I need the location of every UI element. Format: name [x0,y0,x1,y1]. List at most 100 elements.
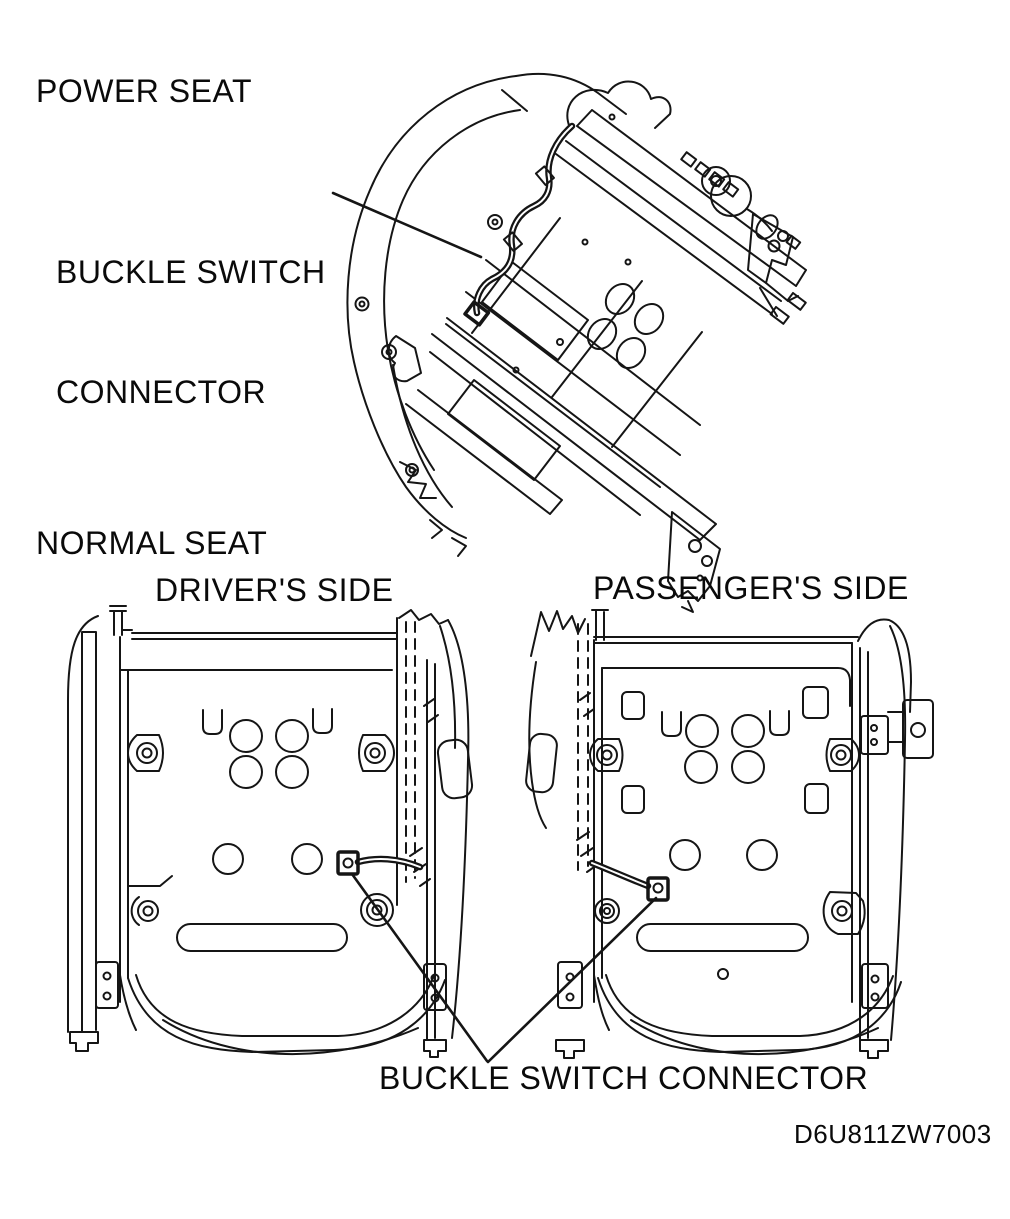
lower-rail [431,317,717,541]
pan-holes [586,283,665,369]
hinge-bracket [387,335,422,383]
figure-code: D6U811ZW7003 [794,1119,992,1149]
pan-left-edge [119,636,129,1003]
small-hole [717,968,729,980]
rail-foot-left [555,1039,585,1059]
pan-holes-lower [212,843,323,875]
callout-leader-power [331,191,483,259]
rail-plate-left [557,961,583,1009]
cushion-outer [346,75,517,539]
power-seat-title: POWER SEAT [36,73,252,109]
top-bar [120,632,398,671]
frame-ribs [429,259,701,516]
rail-foot-left [69,1031,99,1052]
rail-foot-right [423,1039,447,1058]
belt-buckle-housing [436,738,474,800]
front-edge-outer [597,977,902,1053]
normal-seat-title: NORMAL SEAT [36,525,268,561]
square-holes [621,686,829,814]
mid-rail [555,140,782,315]
front-left-join [593,974,610,1031]
rail-plate-left [95,961,119,1009]
cushion-inner [383,109,521,471]
u-cutout [769,710,790,736]
pan-holes-lower [669,839,778,871]
belt-buckle-housing [525,732,558,794]
bolt-upper-left [589,738,624,772]
bolt-lower-right [360,893,394,927]
buckle-switch-connector-power [463,300,491,327]
front-edge-inner [605,974,894,1037]
left-outer-edge [528,661,547,829]
torn-edge-2 [429,519,467,557]
passenger-side-label: PASSENGER'S SIDE [593,570,909,606]
track-teeth [680,151,740,198]
pan-left-edge [593,639,603,1003]
left-tab [591,609,609,641]
bolt-upper-right [825,738,860,772]
buckle-switch-harness-power [463,122,576,327]
cushion-seam [501,89,528,112]
buckle-switch-connector-driver [336,850,424,876]
bolt-upper-left [127,734,164,772]
right-outer-edge [447,619,470,1039]
callout-leaders-bottom [350,872,658,1064]
right-outer-edge [889,625,907,1041]
bolt-lower-right [822,891,866,935]
torn-edge-top [530,610,586,657]
frame-plate-2 [447,379,561,481]
left-rail [405,389,563,515]
rail-plate-mid-right [860,715,889,755]
frame-bolts [354,214,503,477]
anchor-bracket-right [887,699,934,759]
driver-side-label: DRIVER'S SIDE [155,572,394,608]
u-cutout [312,708,333,734]
buckle-switch-connector-label: BUCKLE SWITCH CONNECTOR [379,1060,869,1096]
front-left-join [119,974,137,1031]
harness-dashed [405,621,416,883]
upper-rail [576,109,807,287]
bolt-lower-left [594,898,620,924]
mount-bracket [747,213,807,325]
rail-foot [667,511,721,613]
rivet [608,113,616,121]
power-seat-callout: BUCKLE SWITCH CONNECTOR [56,172,326,492]
pan-holes-upper [684,714,765,784]
front-edge-arc [162,1019,419,1056]
top-bracket [566,80,672,129]
callout-leader-driver [350,872,489,1063]
u-cutout [202,709,223,735]
right-inner-edge [439,625,457,749]
left-tab [109,605,133,636]
power-seat-drawing [346,72,807,613]
rail-foot-right [859,1039,889,1059]
top-corner-piece [857,618,912,713]
passenger-seat-drawing [525,609,934,1059]
harness-dashed [577,623,589,871]
seat-motor [701,166,802,250]
callout-leader-passenger [486,896,658,1064]
front-edge-arc [630,1019,879,1056]
left-rail-inner [81,631,97,1033]
left-rail-outer [67,615,99,1033]
pan-slot [636,923,809,952]
pan-slot [176,923,348,952]
bolt-lower-left [127,875,173,926]
frame-cross [471,217,703,448]
u-cutout [661,711,682,737]
small-holes [512,238,632,374]
bolt-upper-right [358,734,395,772]
power-seat-callout-line1: BUCKLE SWITCH [56,254,326,290]
rail-plate-right [861,963,889,1009]
front-edge-inner [135,974,435,1037]
pan-holes-upper [229,719,309,789]
cushion-top [515,72,627,115]
harness-clamp [534,165,555,186]
harness-clamp [502,231,523,252]
top-bar [593,636,859,644]
top-inner-line [601,667,851,707]
torn-edge [398,609,449,625]
driver-seat-drawing [67,605,474,1058]
